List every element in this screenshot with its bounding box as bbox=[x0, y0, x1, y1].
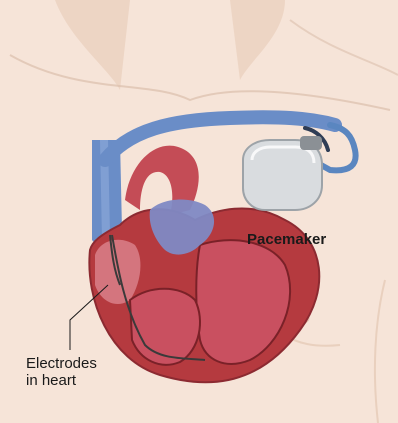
electrodes-label-line1: Electrodes bbox=[26, 356, 97, 373]
right-ventricle bbox=[130, 289, 200, 365]
pacemaker-label: Pacemaker bbox=[247, 232, 326, 249]
pacemaker-device bbox=[243, 136, 322, 210]
electrodes-label: Electrodes in heart bbox=[26, 356, 97, 389]
electrodes-label-line2: in heart bbox=[26, 373, 97, 390]
